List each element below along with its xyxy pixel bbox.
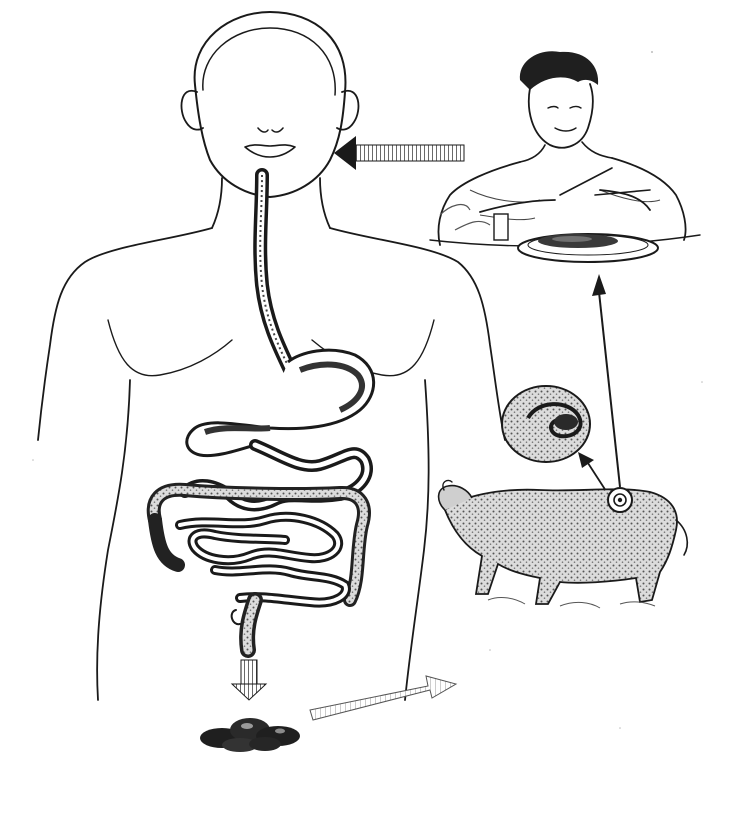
left-arrow-icon (334, 136, 464, 170)
down-arrow-icon (232, 660, 266, 700)
cow-icon (439, 480, 688, 608)
feces-to-cattle-arrow-icon (310, 676, 456, 720)
digestive-tract-icon (154, 175, 374, 650)
man-eating-icon (430, 51, 700, 246)
feces-icon (200, 718, 300, 752)
cysticercus-cyst-icon (502, 386, 608, 494)
plate-of-meat-icon (518, 234, 658, 262)
cattle-to-plate-arrow-icon (592, 274, 620, 487)
